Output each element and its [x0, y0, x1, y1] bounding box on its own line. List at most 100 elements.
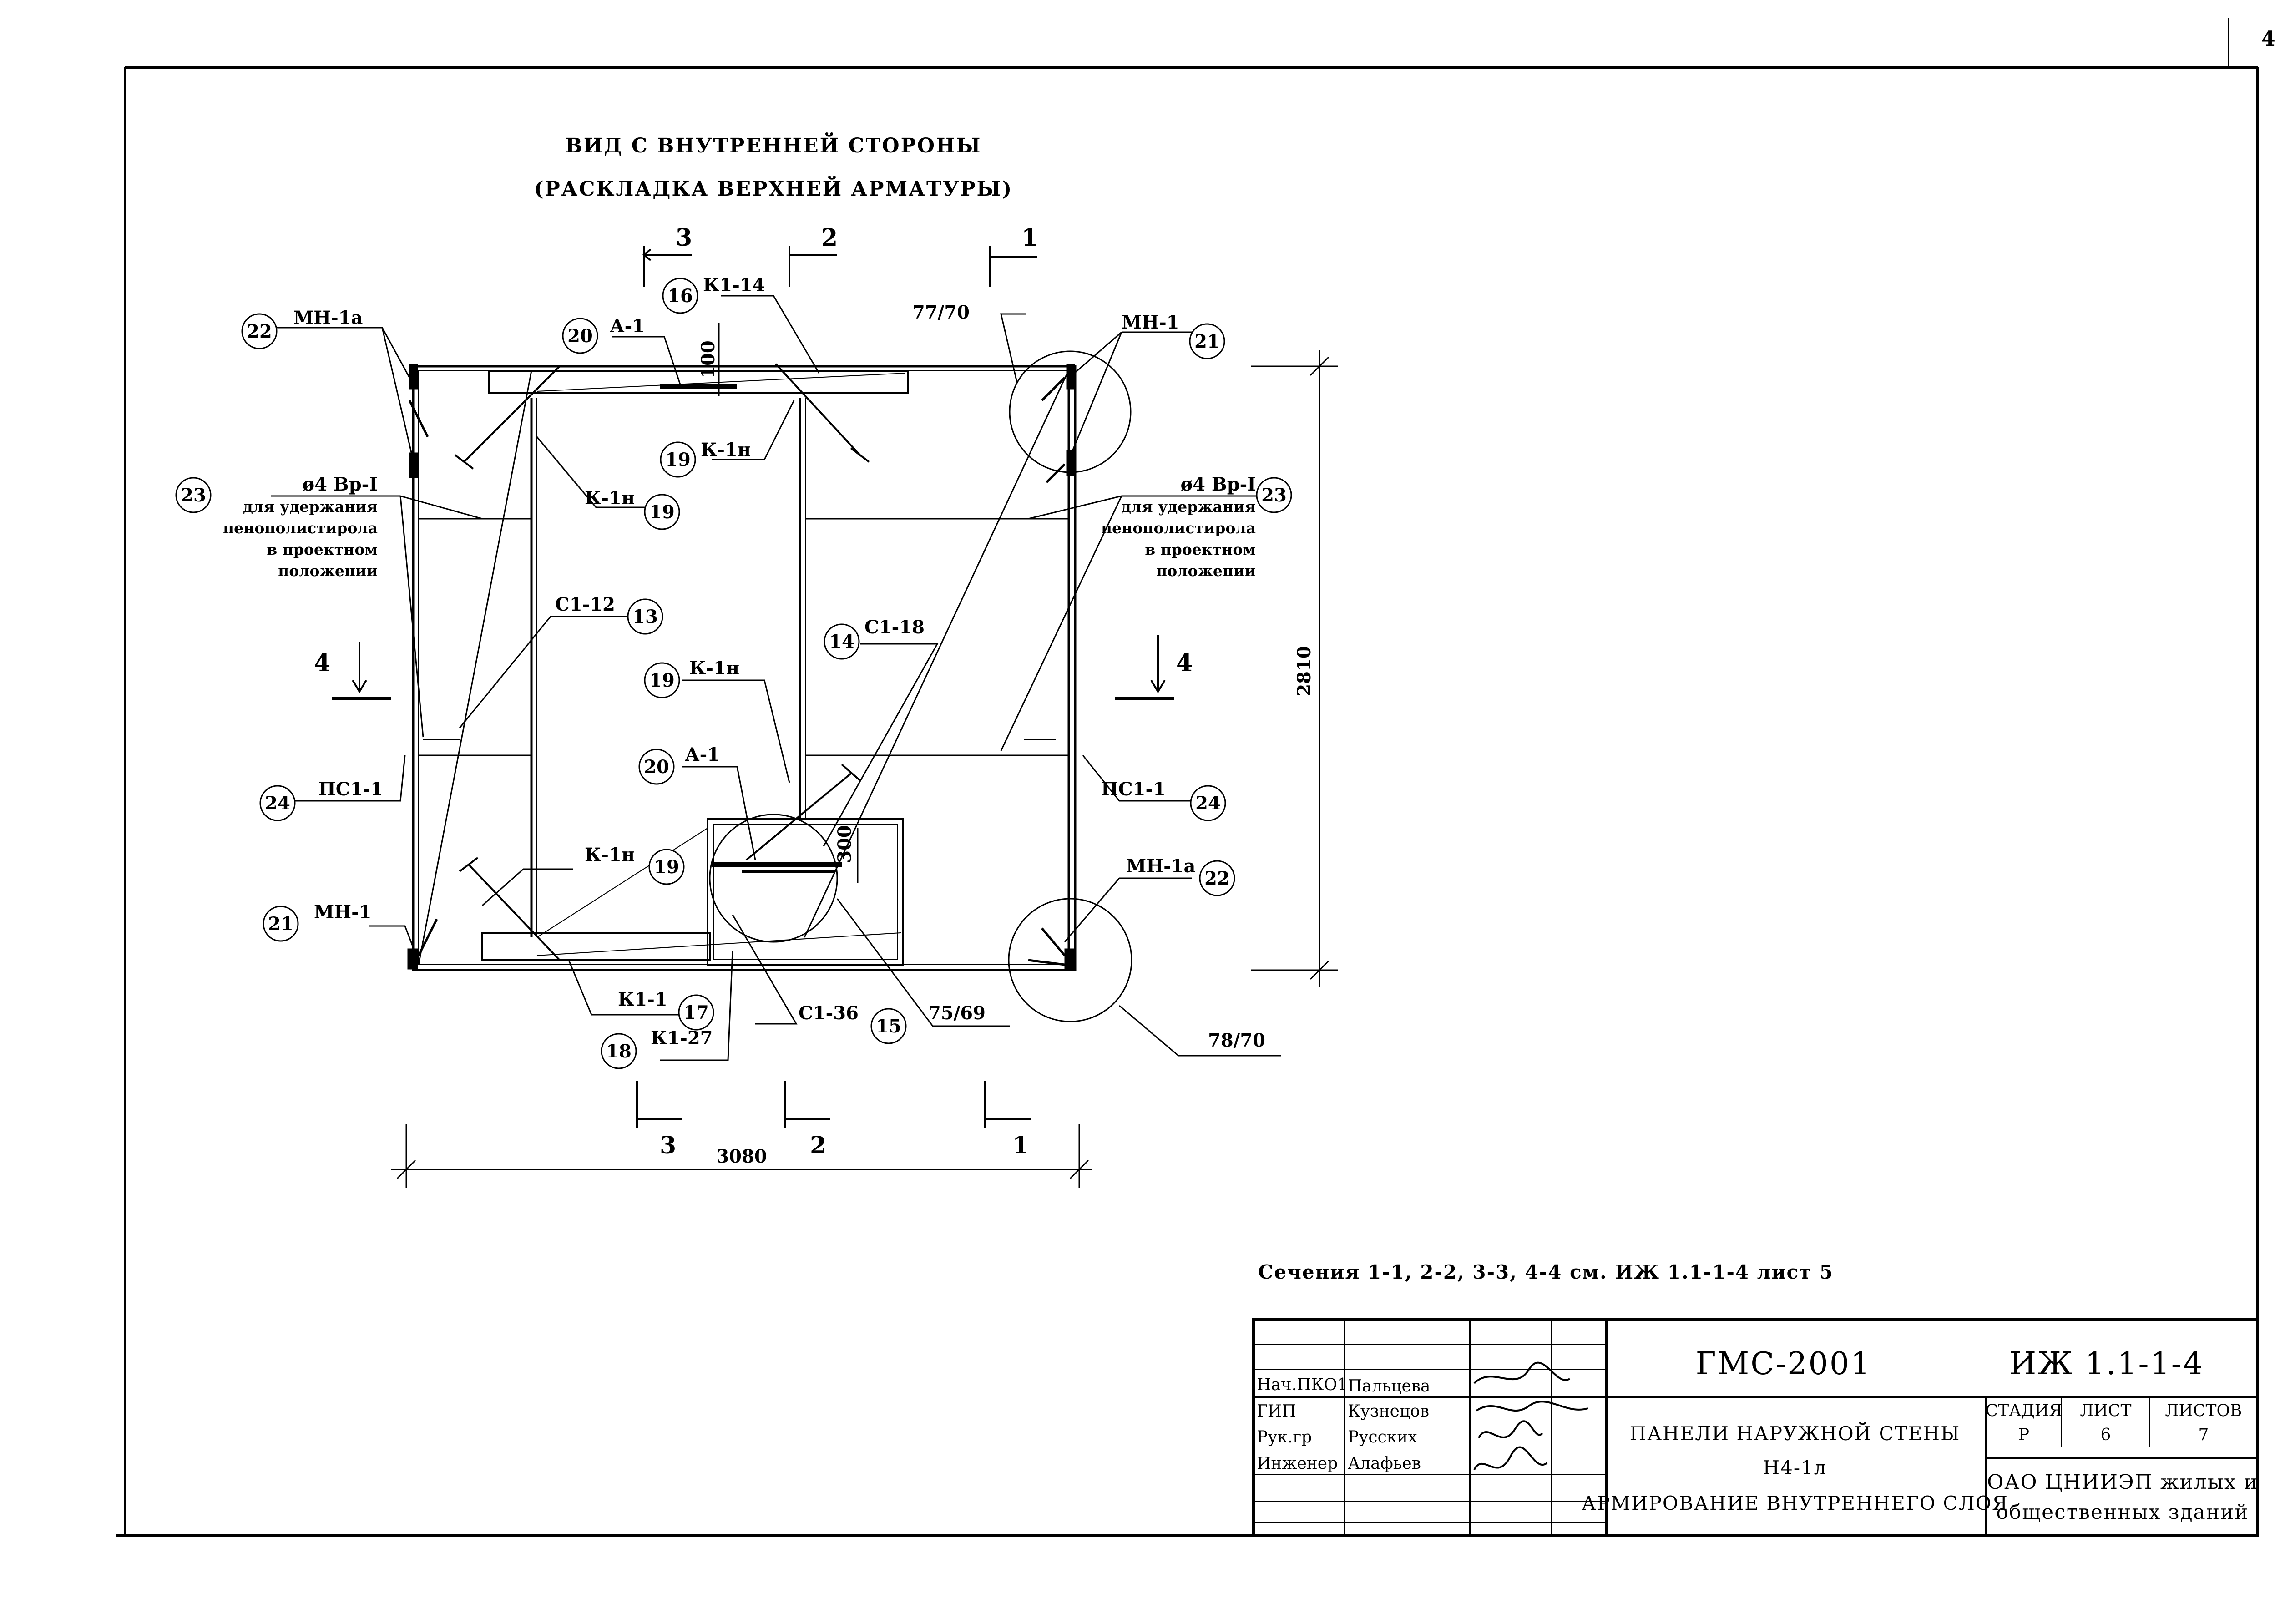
callout-19-c-label: К-1н	[689, 658, 739, 679]
callout-16-label: К1-14	[703, 274, 765, 296]
role-2: ГИП	[1257, 1402, 1296, 1421]
leader-lines	[271, 295, 1281, 1061]
node-label-78-70: 78/70	[1208, 1030, 1265, 1051]
callout-22-bottom: 22 МН-1а	[1126, 855, 1235, 896]
callout-19-b-number: 19	[649, 501, 675, 523]
callout-21-top: 21 МН-1	[1122, 312, 1225, 359]
name-2: Кузнецов	[1348, 1402, 1429, 1421]
callout-15: 15 С1-36	[799, 1002, 907, 1044]
callout-16: 16 К1-14	[662, 274, 765, 314]
sheets-header: ЛИСТОВ	[2165, 1401, 2242, 1420]
callout-23-left-number: 23	[181, 485, 206, 506]
callout-24-right-label: ПС1-1	[1101, 779, 1166, 800]
role-4: Инженер	[1257, 1454, 1338, 1473]
callout-15-label: С1-36	[799, 1002, 859, 1024]
callout-15-number: 15	[876, 1016, 901, 1037]
role-1: Нач.ПКО1	[1257, 1376, 1348, 1394]
callout-23-left-note-4: положении	[278, 562, 378, 580]
node-label-75-69: 75/69	[928, 1002, 986, 1024]
role-3: Рук.гр	[1257, 1428, 1312, 1447]
sheet-header: ЛИСТ	[2080, 1401, 2132, 1420]
title-line-3: АРМИРОВАНИЕ ВНУТРЕННЕГО СЛОЯ	[1582, 1492, 2008, 1514]
project-code: ГМС-2001	[1696, 1346, 1872, 1382]
callout-22-top-label: МН-1а	[293, 307, 363, 329]
callout-17-number: 17	[683, 1002, 709, 1023]
section-mark-left-4: 4	[314, 649, 330, 677]
callout-17-label: К1-1	[618, 989, 667, 1010]
callout-21-bottom: 21 МН-1	[263, 901, 372, 942]
section-mark-bottom-2: 2	[810, 1132, 826, 1159]
callout-14: 14 С1-18	[824, 617, 925, 660]
callout-19-d-number: 19	[654, 856, 679, 878]
view-title: ВИД С ВНУТРЕННЕЙ СТОРОНЫ	[566, 132, 982, 157]
callout-22-bottom-label: МН-1а	[1126, 855, 1195, 877]
document-code: ИЖ 1.1-1-4	[2009, 1346, 2204, 1382]
callout-14-label: С1-18	[864, 617, 925, 638]
corner-hooks	[454, 363, 870, 961]
callout-13-number: 13	[632, 606, 658, 627]
callout-19-a-number: 19	[665, 449, 691, 471]
dim-300: 300	[834, 825, 855, 863]
title-line-1: ПАНЕЛИ НАРУЖНОЙ СТЕНЫ	[1630, 1421, 1961, 1445]
rebar-frames	[418, 370, 1069, 966]
callout-19-b-label: К-1н	[585, 487, 635, 509]
view-subtitle: (РАСКЛАДКА ВЕРХНЕЙ АРМАТУРЫ)	[534, 175, 1013, 201]
callout-20-top-label: А-1	[610, 315, 645, 337]
dim-width: 3080	[716, 1146, 767, 1167]
callout-24-left: 24 ПС1-1	[259, 779, 383, 821]
callout-19-c-number: 19	[649, 670, 675, 691]
section-mark-bottom-1: 1	[1012, 1132, 1029, 1159]
organization-line-1: ОАО ЦНИИЭП жилых и	[1987, 1471, 2258, 1494]
callout-16-number: 16	[667, 285, 693, 307]
callout-19-b: 19 К-1н	[585, 487, 680, 530]
sheets-value: 7	[2199, 1426, 2209, 1444]
callout-19-d-label: К-1н	[585, 844, 635, 865]
callout-24-right-number: 24	[1195, 793, 1221, 814]
callout-20-bottom: 20 А-1	[638, 744, 720, 785]
callout-19-a: 19 К-1н	[660, 439, 751, 478]
callout-19-c: 19 К-1н	[644, 658, 739, 698]
mounting-plates	[407, 364, 1075, 970]
stage-value: Р	[2018, 1426, 2029, 1444]
callout-19-d: 19 К-1н	[585, 844, 685, 885]
title-line-2: Н4-1л	[1763, 1457, 1827, 1479]
name-3: Русских	[1348, 1428, 1417, 1447]
callout-19-a-label: К-1н	[701, 439, 751, 460]
callout-13-label: С1-12	[555, 594, 615, 615]
section-mark-top-1: 1	[1021, 224, 1038, 252]
title-block	[1252, 1318, 2259, 1537]
callout-22-top: 22 МН-1а	[241, 307, 363, 349]
callout-21-bottom-number: 21	[268, 913, 293, 935]
callout-18-label: К1-27	[651, 1027, 713, 1049]
callout-23-left-note-1: для удержания	[243, 498, 378, 516]
callout-23-right-note-1: для удержания	[1121, 498, 1256, 516]
callout-21-top-number: 21	[1194, 331, 1220, 352]
callout-13: 13 С1-12	[555, 594, 663, 635]
section-mark-right-4: 4	[1176, 649, 1193, 677]
callout-18-number: 18	[606, 1041, 632, 1062]
callout-20-top: 20 А-1	[562, 315, 645, 354]
dim-height: 2810	[1294, 646, 1315, 696]
callout-14-number: 14	[829, 631, 854, 653]
sheet-frame	[116, 18, 2259, 1537]
section-marks	[332, 246, 1174, 1128]
dimension-lines	[391, 323, 1338, 1188]
sheet-value: 6	[2101, 1426, 2111, 1444]
stage-header: СТАДИЯ	[1986, 1401, 2063, 1420]
section-mark-top-3: 3	[676, 224, 692, 252]
callout-23-right-note-4: положении	[1156, 562, 1256, 580]
callout-23-right-number: 23	[1261, 485, 1287, 506]
callout-23-right: 23 ø4 Вр-I для удержания пенополистирола…	[1101, 474, 1292, 580]
dim-100: 100	[698, 340, 719, 379]
callout-23-left-note-3: в проектном	[267, 541, 378, 558]
detail-node-circles	[709, 350, 1132, 1022]
section-mark-top-2: 2	[821, 224, 838, 252]
callout-20-bottom-number: 20	[644, 756, 669, 778]
callout-23-left-note-2: пенополистирола	[223, 519, 378, 537]
callout-23-right-note-2: пенополистирола	[1101, 519, 1256, 537]
sections-footnote: Сечения 1-1, 2-2, 3-3, 4-4 см. ИЖ 1.1-1-…	[1258, 1261, 1834, 1283]
sheet-number: 46	[2261, 27, 2275, 51]
callout-21-bottom-label: МН-1	[314, 901, 372, 923]
callout-23-left-label: ø4 Вр-I	[302, 474, 378, 495]
